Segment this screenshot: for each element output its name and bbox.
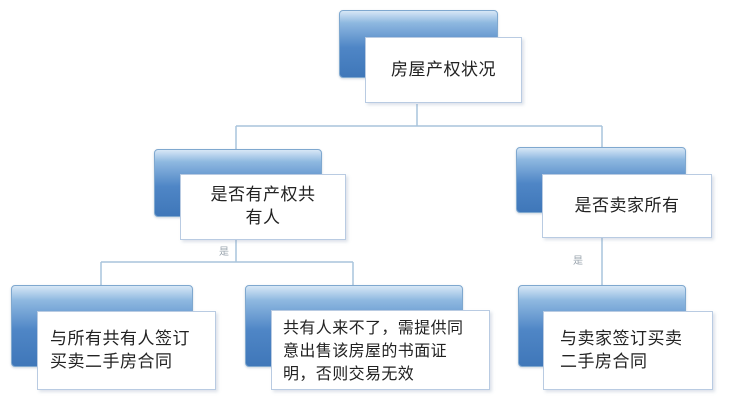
sign-seller-node: 与卖家签订买卖二手房合同 xyxy=(543,311,713,390)
seller-yes-label: 是 xyxy=(573,256,583,267)
sign-all-node-label: 与所有共有人签订买卖二手房合同 xyxy=(50,328,190,372)
co-owner-node-label: 是否有产权共有人 xyxy=(210,185,316,228)
co-owner-yes-label: 是 xyxy=(219,247,229,258)
seller-node-label: 是否卖家所有 xyxy=(574,195,680,216)
sign-seller-node-label: 与卖家签订买卖二手房合同 xyxy=(560,328,683,372)
sign-all-node: 与所有共有人签订买卖二手房合同 xyxy=(37,311,216,390)
seller-node: 是否卖家所有 xyxy=(542,174,712,238)
root-node: 房屋产权状况 xyxy=(365,37,522,103)
absent-proof-node: 共有人来不了，需提供同意出售该房屋的书面证明，否则交易无效 xyxy=(271,310,490,390)
co-owner-node: 是否有产权共有人 xyxy=(180,174,346,240)
absent-proof-node-label: 共有人来不了，需提供同意出售该房屋的书面证明，否则交易无效 xyxy=(283,317,464,383)
root-node-label: 房屋产权状况 xyxy=(391,59,496,80)
